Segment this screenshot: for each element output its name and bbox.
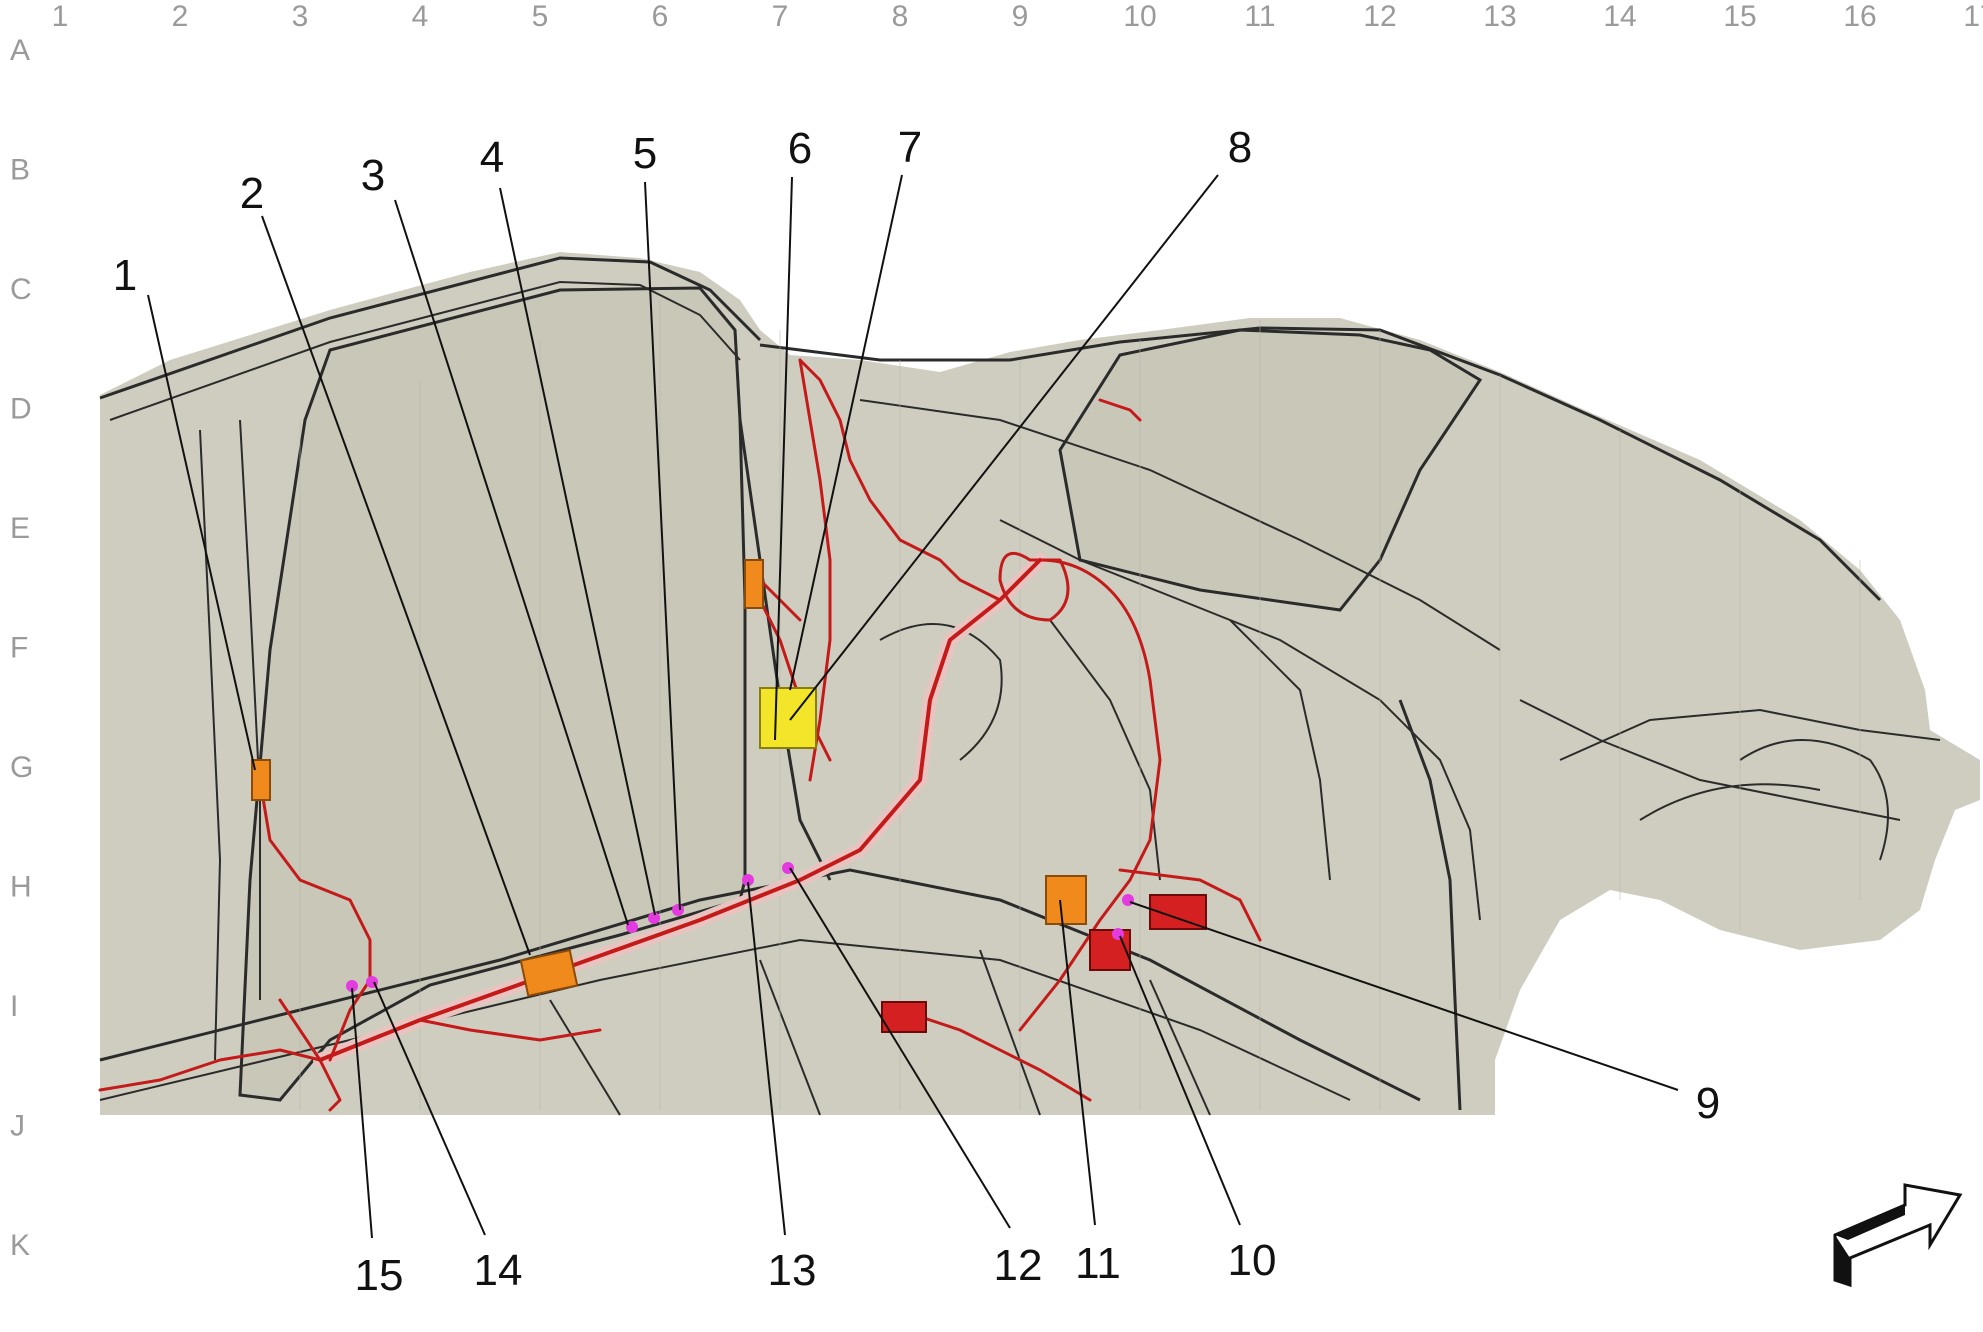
forward-direction-arrow-icon xyxy=(1833,1183,1963,1288)
grid-column-label: 9 xyxy=(1012,0,1029,33)
grid-column-label: 2 xyxy=(172,0,189,33)
callout-6: 6 xyxy=(788,124,812,173)
vehicle-body-illustration xyxy=(98,252,1980,1116)
callout-1: 1 xyxy=(113,251,137,300)
splice-point xyxy=(346,980,358,992)
leader-line-10 xyxy=(1119,935,1241,1226)
grid-row-label: E xyxy=(10,512,30,545)
splice-point xyxy=(672,904,684,916)
grid-row-label: J xyxy=(10,1110,25,1143)
frame-lines xyxy=(99,256,1941,1116)
grid-column-label: 4 xyxy=(412,0,429,33)
grid-row-label: I xyxy=(10,990,18,1023)
grid-row-label: K xyxy=(10,1229,30,1262)
grid-column-label: 13 xyxy=(1483,0,1516,33)
grid-column-label: 14 xyxy=(1603,0,1636,33)
callout-15: 15 xyxy=(355,1251,404,1300)
grid-row-label: A xyxy=(10,34,30,67)
leader-line-4 xyxy=(499,187,656,916)
connector-orange-seat xyxy=(1045,875,1087,925)
leader-line-7 xyxy=(789,174,903,691)
grid-row-label: C xyxy=(10,273,32,306)
grid-column-label: 10 xyxy=(1123,0,1156,33)
grid-column-label: 8 xyxy=(892,0,909,33)
callout-9: 9 xyxy=(1696,1079,1720,1128)
grid-column-label: 1 xyxy=(52,0,69,33)
callout-2: 2 xyxy=(240,169,264,218)
splice-point xyxy=(626,921,638,933)
connector-red-floor xyxy=(881,1001,927,1033)
callout-4: 4 xyxy=(480,133,504,182)
leader-line-12 xyxy=(789,867,1011,1229)
leader-line-15 xyxy=(351,987,373,1239)
splice-point xyxy=(742,874,754,886)
grid-row-label: B xyxy=(10,154,30,187)
grid-column-label: 11 xyxy=(1244,0,1275,33)
grid-row-label: G xyxy=(10,751,33,784)
splice-point xyxy=(1122,894,1134,906)
leader-line-3 xyxy=(394,199,629,926)
grid-row-labels: ABCDEFGHIJKL xyxy=(10,34,33,1262)
grid-column-label: 12 xyxy=(1363,0,1396,33)
grid-column-label: 15 xyxy=(1723,0,1756,33)
leader-line-11 xyxy=(1059,899,1096,1226)
leader-line-2 xyxy=(261,215,531,956)
callout-12: 12 xyxy=(994,1241,1043,1290)
leader-line-9 xyxy=(1129,901,1679,1091)
splice-point xyxy=(1112,928,1124,940)
callout-5: 5 xyxy=(633,129,657,178)
grid-column-label: 17 xyxy=(1963,0,1983,33)
leader-line-14 xyxy=(373,981,486,1236)
rear-window-opening xyxy=(1058,328,1483,612)
callout-14: 14 xyxy=(474,1246,523,1295)
grid-column-label: 6 xyxy=(652,0,669,33)
connector-orange-upper-pillar xyxy=(744,559,764,609)
callout-numbers: 1 2 3 4 5 6 7 8 9 10 11 12 13 14 15 xyxy=(113,123,1720,1300)
grid-row-label: H xyxy=(10,871,32,904)
splice-point xyxy=(648,912,660,924)
leader-line-8 xyxy=(789,174,1219,721)
leader-line-6 xyxy=(774,176,793,741)
grid-row-label: D xyxy=(10,393,32,426)
callout-7: 7 xyxy=(898,123,922,172)
connectors xyxy=(251,559,1207,1033)
leader-line-5 xyxy=(644,181,681,911)
grid-column-label: 16 xyxy=(1843,0,1876,33)
leader-line-13 xyxy=(747,881,786,1236)
connector-orange-b-pillar xyxy=(251,759,271,801)
grid-row-label: F xyxy=(10,632,28,665)
connector-red-seat xyxy=(1089,929,1131,971)
leader-lines xyxy=(147,174,1679,1239)
callout-11: 11 xyxy=(1075,1239,1121,1288)
grid-column-labels: 1234567891011121314151617 xyxy=(52,0,1983,33)
grid-column-label: 7 xyxy=(772,0,789,33)
connector-orange-floor xyxy=(519,949,579,997)
callout-3: 3 xyxy=(361,151,385,200)
callout-10: 10 xyxy=(1228,1236,1277,1285)
grid-column-label: 3 xyxy=(292,0,309,33)
callout-8: 8 xyxy=(1228,123,1252,172)
callout-13: 13 xyxy=(768,1246,817,1295)
leader-line-1 xyxy=(147,294,256,771)
grid-column-label: 5 xyxy=(532,0,549,33)
